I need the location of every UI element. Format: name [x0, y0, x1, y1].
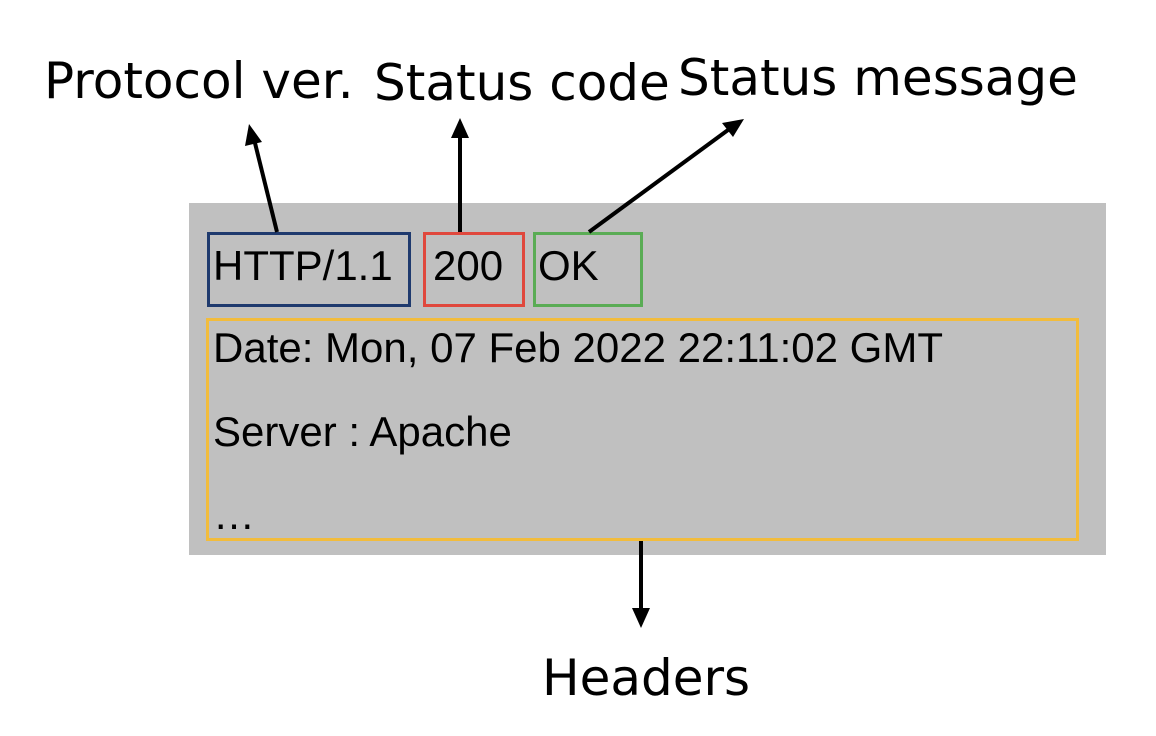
header-line-ellipsis: … [213, 491, 255, 538]
header-line-server: Server : Apache [213, 408, 512, 455]
status-message-box [533, 232, 643, 307]
status-message-value: OK [538, 242, 599, 289]
headers-label: Headers [542, 649, 751, 707]
status-code-arrow [451, 118, 469, 232]
status-code-label: Status code [374, 54, 670, 112]
header-line-date: Date: Mon, 07 Feb 2022 22:11:02 GMT [213, 324, 943, 371]
status-message-arrow [587, 119, 744, 234]
headers-box [206, 318, 1079, 541]
protocol-version-label: Protocol ver. [44, 52, 354, 110]
protocol-arrow [245, 124, 279, 233]
headers-arrow [632, 541, 650, 628]
status-code-box [423, 232, 525, 307]
http-response-panel [189, 203, 1106, 555]
protocol-version-box [207, 232, 411, 307]
status-code-value: 200 [433, 242, 504, 289]
status-message-label: Status message [678, 49, 1078, 107]
protocol-version-value: HTTP/1.1 [213, 242, 393, 289]
